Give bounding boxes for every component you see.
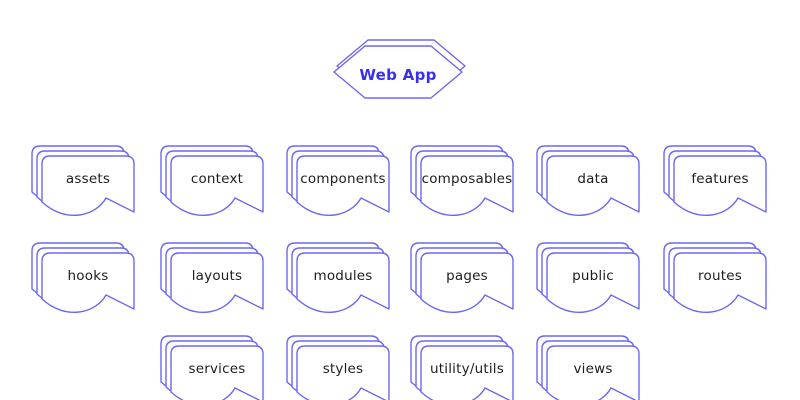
- node-data: data: [533, 140, 645, 228]
- stacked-documents-icon: [160, 145, 264, 216]
- stacked-documents-icon: [536, 242, 640, 313]
- node-web-app: Web App: [328, 32, 468, 106]
- node-modules: modules: [283, 237, 395, 325]
- node-label: routes: [698, 267, 742, 284]
- stacked-documents-icon: [286, 145, 390, 216]
- node-assets: assets: [28, 140, 140, 228]
- stacked-documents-icon: [536, 145, 640, 216]
- node-label: styles: [322, 360, 364, 377]
- node-utility-utils: utility/utils: [407, 330, 519, 400]
- stacked-documents-icon: [410, 335, 514, 400]
- node-composables: composables: [407, 140, 519, 228]
- stacked-documents-icon: [410, 242, 514, 313]
- node-pages: pages: [407, 237, 519, 325]
- node-services: services: [157, 330, 269, 400]
- hexagon-icon: [333, 39, 466, 99]
- node-styles: styles: [283, 330, 395, 400]
- stacked-documents-icon: [160, 335, 264, 400]
- node-features: features: [660, 140, 772, 228]
- node-label: views: [573, 360, 613, 377]
- node-public: public: [533, 237, 645, 325]
- node-hooks: hooks: [28, 237, 140, 325]
- node-components: components: [283, 140, 395, 228]
- node-label: modules: [313, 267, 373, 284]
- stacked-documents-icon: [286, 242, 390, 313]
- node-label: hooks: [67, 267, 109, 284]
- node-context: context: [157, 140, 269, 228]
- node-layouts: layouts: [157, 237, 269, 325]
- stacked-documents-icon: [160, 242, 264, 313]
- node-views: views: [533, 330, 645, 400]
- stacked-documents-icon: [536, 335, 640, 400]
- stacked-documents-icon: [31, 242, 135, 313]
- node-label: pages: [446, 267, 488, 284]
- stacked-documents-icon: [663, 242, 767, 313]
- stacked-documents-icon: [663, 145, 767, 216]
- root-node-label: Web App: [359, 66, 437, 84]
- node-label: assets: [65, 170, 111, 187]
- node-label: layouts: [191, 267, 243, 284]
- node-label: data: [577, 170, 609, 187]
- stacked-documents-icon: [286, 335, 390, 400]
- node-label: services: [188, 360, 246, 377]
- node-label: features: [691, 170, 749, 187]
- node-label: components: [300, 170, 386, 187]
- stacked-documents-icon: [31, 145, 135, 216]
- node-label: utility/utils: [430, 360, 504, 377]
- node-label: public: [572, 267, 614, 284]
- node-label: context: [190, 170, 244, 187]
- stacked-documents-icon: [410, 145, 514, 216]
- node-routes: routes: [660, 237, 772, 325]
- node-label: composables: [421, 170, 513, 187]
